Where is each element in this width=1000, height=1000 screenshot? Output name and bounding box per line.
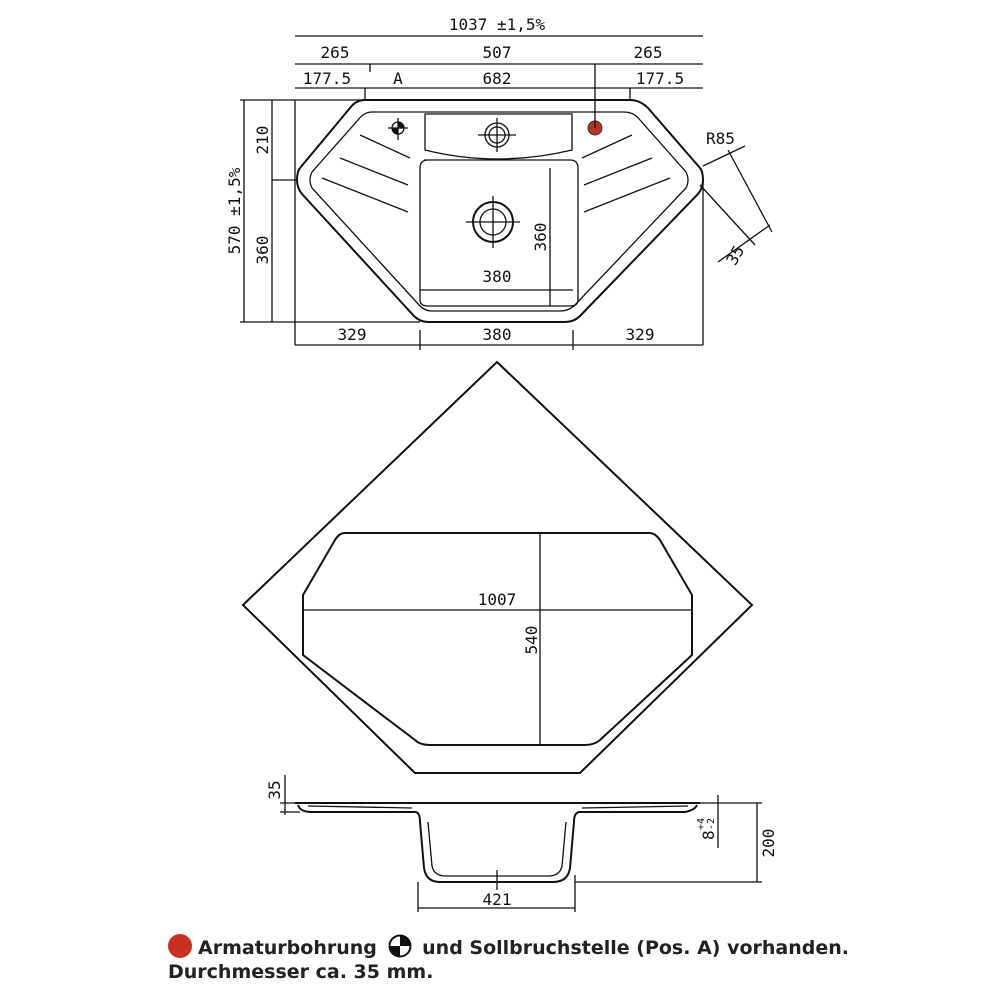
dim-380-bottom: 380 — [483, 325, 512, 344]
dim-rim: 35 — [722, 242, 748, 268]
dim-section-bowl-width: 421 — [483, 890, 512, 909]
cutout-dimension-lines — [303, 533, 692, 745]
drainer-ribs-right — [581, 134, 671, 213]
dim-tolerance-minus: -2 — [706, 818, 717, 830]
legend-line-2: Durchmesser ca. 35 mm. — [168, 961, 434, 983]
dim-total-depth: 200 — [759, 829, 778, 858]
knockout-symbol-icon — [388, 934, 412, 958]
bowl-drain-icon — [466, 196, 520, 248]
dim-265-right: 265 — [634, 43, 663, 62]
sink-profile-inner — [307, 805, 689, 877]
dim-507: 507 — [483, 43, 512, 62]
dim-329-left: 329 — [338, 325, 367, 344]
cutout-view: 1007 540 — [241, 360, 754, 774]
section-view: 35 421 200 8 +4 -2 — [265, 775, 778, 912]
red-tap-hole-icon — [168, 934, 192, 958]
dim-329-right: 329 — [626, 325, 655, 344]
top-view: 1037 ±1,5% 265 507 265 177.5 A 682 177.5… — [225, 15, 773, 350]
dim-682: 682 — [483, 69, 512, 88]
tray-drain-icon — [478, 118, 516, 152]
sink-inner-rim — [309, 111, 689, 312]
dim-radius: R85 — [706, 129, 735, 148]
dim-overall-width: 1037 ±1,5% — [449, 15, 546, 34]
dim-tolerance-base: 8 — [699, 830, 718, 840]
legend: Armaturbohrung und Sollbruchstelle (Pos.… — [168, 934, 849, 984]
dim-bowl-width: 380 — [483, 267, 512, 286]
dimension-lines — [240, 35, 773, 350]
drainer-ribs-left — [321, 134, 411, 213]
countertop-outline — [241, 360, 754, 774]
dim-overall-depth: 570 ±1,5% — [225, 167, 244, 254]
knockout-hole-icon — [388, 118, 408, 140]
legend-tap-hole-text: Armaturbohrung — [198, 937, 377, 959]
position-a-label: A — [393, 69, 403, 88]
dim-177-left: 177.5 — [303, 69, 351, 88]
sink-outline — [295, 99, 705, 323]
main-bowl — [419, 159, 579, 307]
cutout-outline — [302, 532, 693, 746]
legend-line-1: Armaturbohrung und Sollbruchstelle (Pos.… — [168, 934, 849, 960]
top-tray — [424, 113, 573, 160]
dim-tolerance-plus: +4 — [696, 818, 707, 830]
dim-360-left: 360 — [253, 236, 272, 265]
dim-cutout-width: 1007 — [478, 590, 517, 609]
section-dimension-lines — [280, 775, 762, 912]
dim-265-left: 265 — [321, 43, 350, 62]
dim-cutout-depth: 540 — [522, 626, 541, 655]
dim-177-right: 177.5 — [636, 69, 684, 88]
dim-bowl-depth: 360 — [531, 223, 550, 252]
legend-knockout-text: und Sollbruchstelle (Pos. A) vorhanden. — [422, 937, 849, 959]
dim-210: 210 — [253, 126, 272, 155]
dim-rim-height: 35 — [265, 780, 284, 799]
